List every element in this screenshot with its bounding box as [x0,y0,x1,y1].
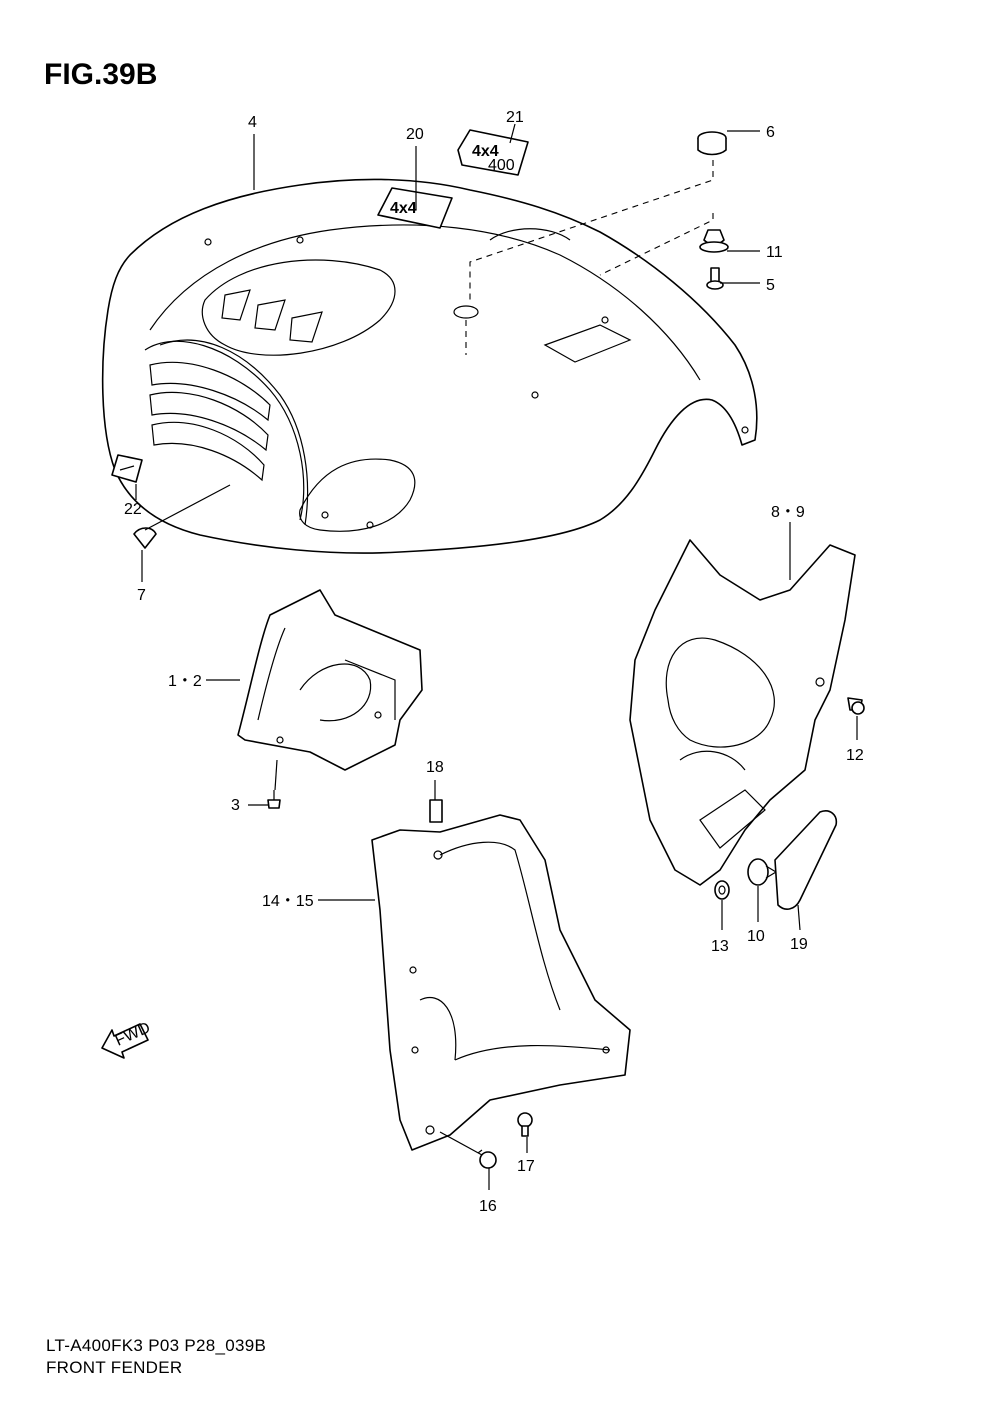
collar-11 [699,229,729,253]
model-code: LT-A400FK3 P03 P28_039B [46,1336,267,1355]
section-name: FRONT FENDER [46,1358,183,1377]
callout-16: 16 [479,1198,497,1215]
callout-1-2: 1・2 [168,673,202,690]
screw-3 [267,790,281,809]
callout-3: 3 [231,797,240,814]
washer-13 [714,880,730,900]
callout-labels: 4 20 21 6 11 5 22 7 8・9 1・2 12 18 3 14・1… [124,109,864,1215]
callout-5: 5 [766,277,775,294]
callout-13: 13 [711,938,729,955]
fwd-direction-arrow: FWD [101,1019,153,1059]
callout-18: 18 [426,759,444,776]
bolt-5 [706,267,724,290]
callout-22: 22 [124,501,142,518]
callout-4: 4 [248,114,257,131]
emblem-22 [111,454,143,483]
callout-7: 7 [137,587,146,604]
inner-panel-8-9 [629,539,856,886]
callout-14-15: 14・15 [262,893,314,910]
nut-10 [747,858,778,886]
emblem-21-subtext: 400 [488,157,515,174]
callout-12: 12 [846,747,864,764]
callout-20: 20 [406,126,424,143]
figure-title: FIG.39B [44,58,158,91]
emblem-20: 4x4 [377,187,453,229]
mud-guard-14-15 [371,814,631,1151]
leader-lines [135,123,858,1190]
callout-17: 17 [517,1158,535,1175]
rivet-17 [517,1112,533,1137]
screw-12 [847,697,865,715]
emblem-20-text: 4x4 [390,200,417,217]
screw-16 [477,1149,497,1169]
callout-6: 6 [766,124,775,141]
emblem-21-text: 4x4 [472,143,499,160]
screw-7 [133,527,157,549]
cover-19 [774,810,838,910]
callout-8-9: 8・9 [771,504,805,521]
callout-11: 11 [766,244,783,261]
grommet-6 [697,131,727,156]
clip-18 [429,799,443,823]
headlight-housing-1-2 [237,589,423,771]
front-fender-body [101,178,758,554]
callout-19: 19 [790,936,808,953]
emblem-21: 4x4 400 [457,129,529,176]
callout-21: 21 [506,109,524,126]
callout-10: 10 [747,928,765,945]
